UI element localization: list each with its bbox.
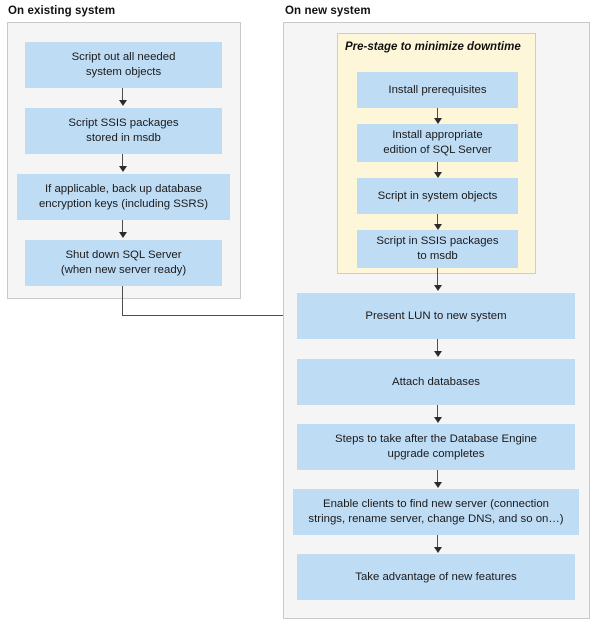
node-install-sql-server-edition[interactable]: Install appropriate edition of SQL Serve… xyxy=(357,124,518,162)
arrowhead-prestage-2 xyxy=(433,172,442,178)
arrowhead-new-3 xyxy=(433,482,442,488)
arrowhead-existing-1 xyxy=(118,100,127,106)
connector-new-1 xyxy=(437,339,439,352)
node-line-2: system objects xyxy=(85,66,162,78)
node-line-1: Present LUN to new system xyxy=(365,309,507,322)
connector-existing-2 xyxy=(122,154,124,167)
arrowhead-prestage-exit xyxy=(433,285,442,291)
node-script-ssis-packages[interactable]: Script SSIS packages stored in msdb xyxy=(25,108,222,154)
node-script-in-system-objects[interactable]: Script in system objects xyxy=(357,178,518,214)
connector-prestage-1 xyxy=(437,108,439,119)
node-line-2: (when new server ready) xyxy=(60,264,187,276)
node-line-1: Script out all needed xyxy=(71,51,176,63)
node-line-2: upgrade completes xyxy=(387,448,485,460)
node-post-upgrade-steps[interactable]: Steps to take after the Database Engine … xyxy=(297,424,575,470)
subpanel-title-prestage: Pre-stage to minimize downtime xyxy=(345,41,521,53)
node-line-1: Install prerequisites xyxy=(388,83,487,96)
arrowhead-new-1 xyxy=(433,351,442,357)
node-attach-databases[interactable]: Attach databases xyxy=(297,359,575,405)
node-line-1: Steps to take after the Database Engine xyxy=(334,433,537,445)
connector-prestage-2 xyxy=(437,162,439,173)
node-install-prerequisites[interactable]: Install prerequisites xyxy=(357,72,518,108)
connector-prestage-exit xyxy=(437,268,439,285)
node-line-2: stored in msdb xyxy=(86,132,161,144)
node-line-2: strings, rename server, change DNS, and … xyxy=(308,513,564,525)
connector-cross-panel-vertical xyxy=(122,286,124,316)
node-line-1: Attach databases xyxy=(391,375,481,388)
arrowhead-existing-2 xyxy=(118,166,127,172)
node-line-2: encryption keys (including SSRS) xyxy=(38,198,209,210)
node-line-2: edition of SQL Server xyxy=(383,144,492,156)
node-line-1: If applicable, back up database xyxy=(44,183,203,195)
connector-new-3 xyxy=(437,470,439,483)
node-line-1: Install appropriate xyxy=(392,129,483,141)
connector-new-2 xyxy=(437,405,439,418)
node-shut-down-sql-server[interactable]: Shut down SQL Server (when new server re… xyxy=(25,240,222,286)
node-line-1: Script SSIS packages xyxy=(68,117,179,129)
node-take-advantage-new-features[interactable]: Take advantage of new features xyxy=(297,554,575,600)
node-line-1: Enable clients to find new server (conne… xyxy=(322,498,550,510)
group-title-new-system: On new system xyxy=(285,5,371,17)
connector-cross-panel-horizontal xyxy=(122,314,289,316)
node-line-1: Shut down SQL Server xyxy=(65,249,182,261)
arrowhead-new-2 xyxy=(433,417,442,423)
node-present-lun[interactable]: Present LUN to new system xyxy=(297,293,575,339)
node-script-out-system-objects[interactable]: Script out all needed system objects xyxy=(25,42,222,88)
connector-existing-3 xyxy=(122,220,124,233)
arrowhead-prestage-3 xyxy=(433,224,442,230)
connector-new-4 xyxy=(437,535,439,548)
node-line-2: to msdb xyxy=(417,250,458,262)
node-line-1: Take advantage of new features xyxy=(355,570,517,583)
node-line-1: Script in system objects xyxy=(377,189,498,202)
group-title-existing-system: On existing system xyxy=(8,5,116,17)
node-backup-encryption-keys[interactable]: If applicable, back up database encrypti… xyxy=(17,174,230,220)
arrowhead-prestage-1 xyxy=(433,118,442,124)
node-script-in-ssis-packages[interactable]: Script in SSIS packages to msdb xyxy=(357,230,518,268)
connector-prestage-3 xyxy=(437,214,439,225)
arrowhead-existing-3 xyxy=(118,232,127,238)
node-line-1: Script in SSIS packages xyxy=(376,235,499,247)
node-enable-clients-find-new-server[interactable]: Enable clients to find new server (conne… xyxy=(293,489,579,535)
connector-existing-1 xyxy=(122,88,124,101)
arrowhead-new-4 xyxy=(433,547,442,553)
